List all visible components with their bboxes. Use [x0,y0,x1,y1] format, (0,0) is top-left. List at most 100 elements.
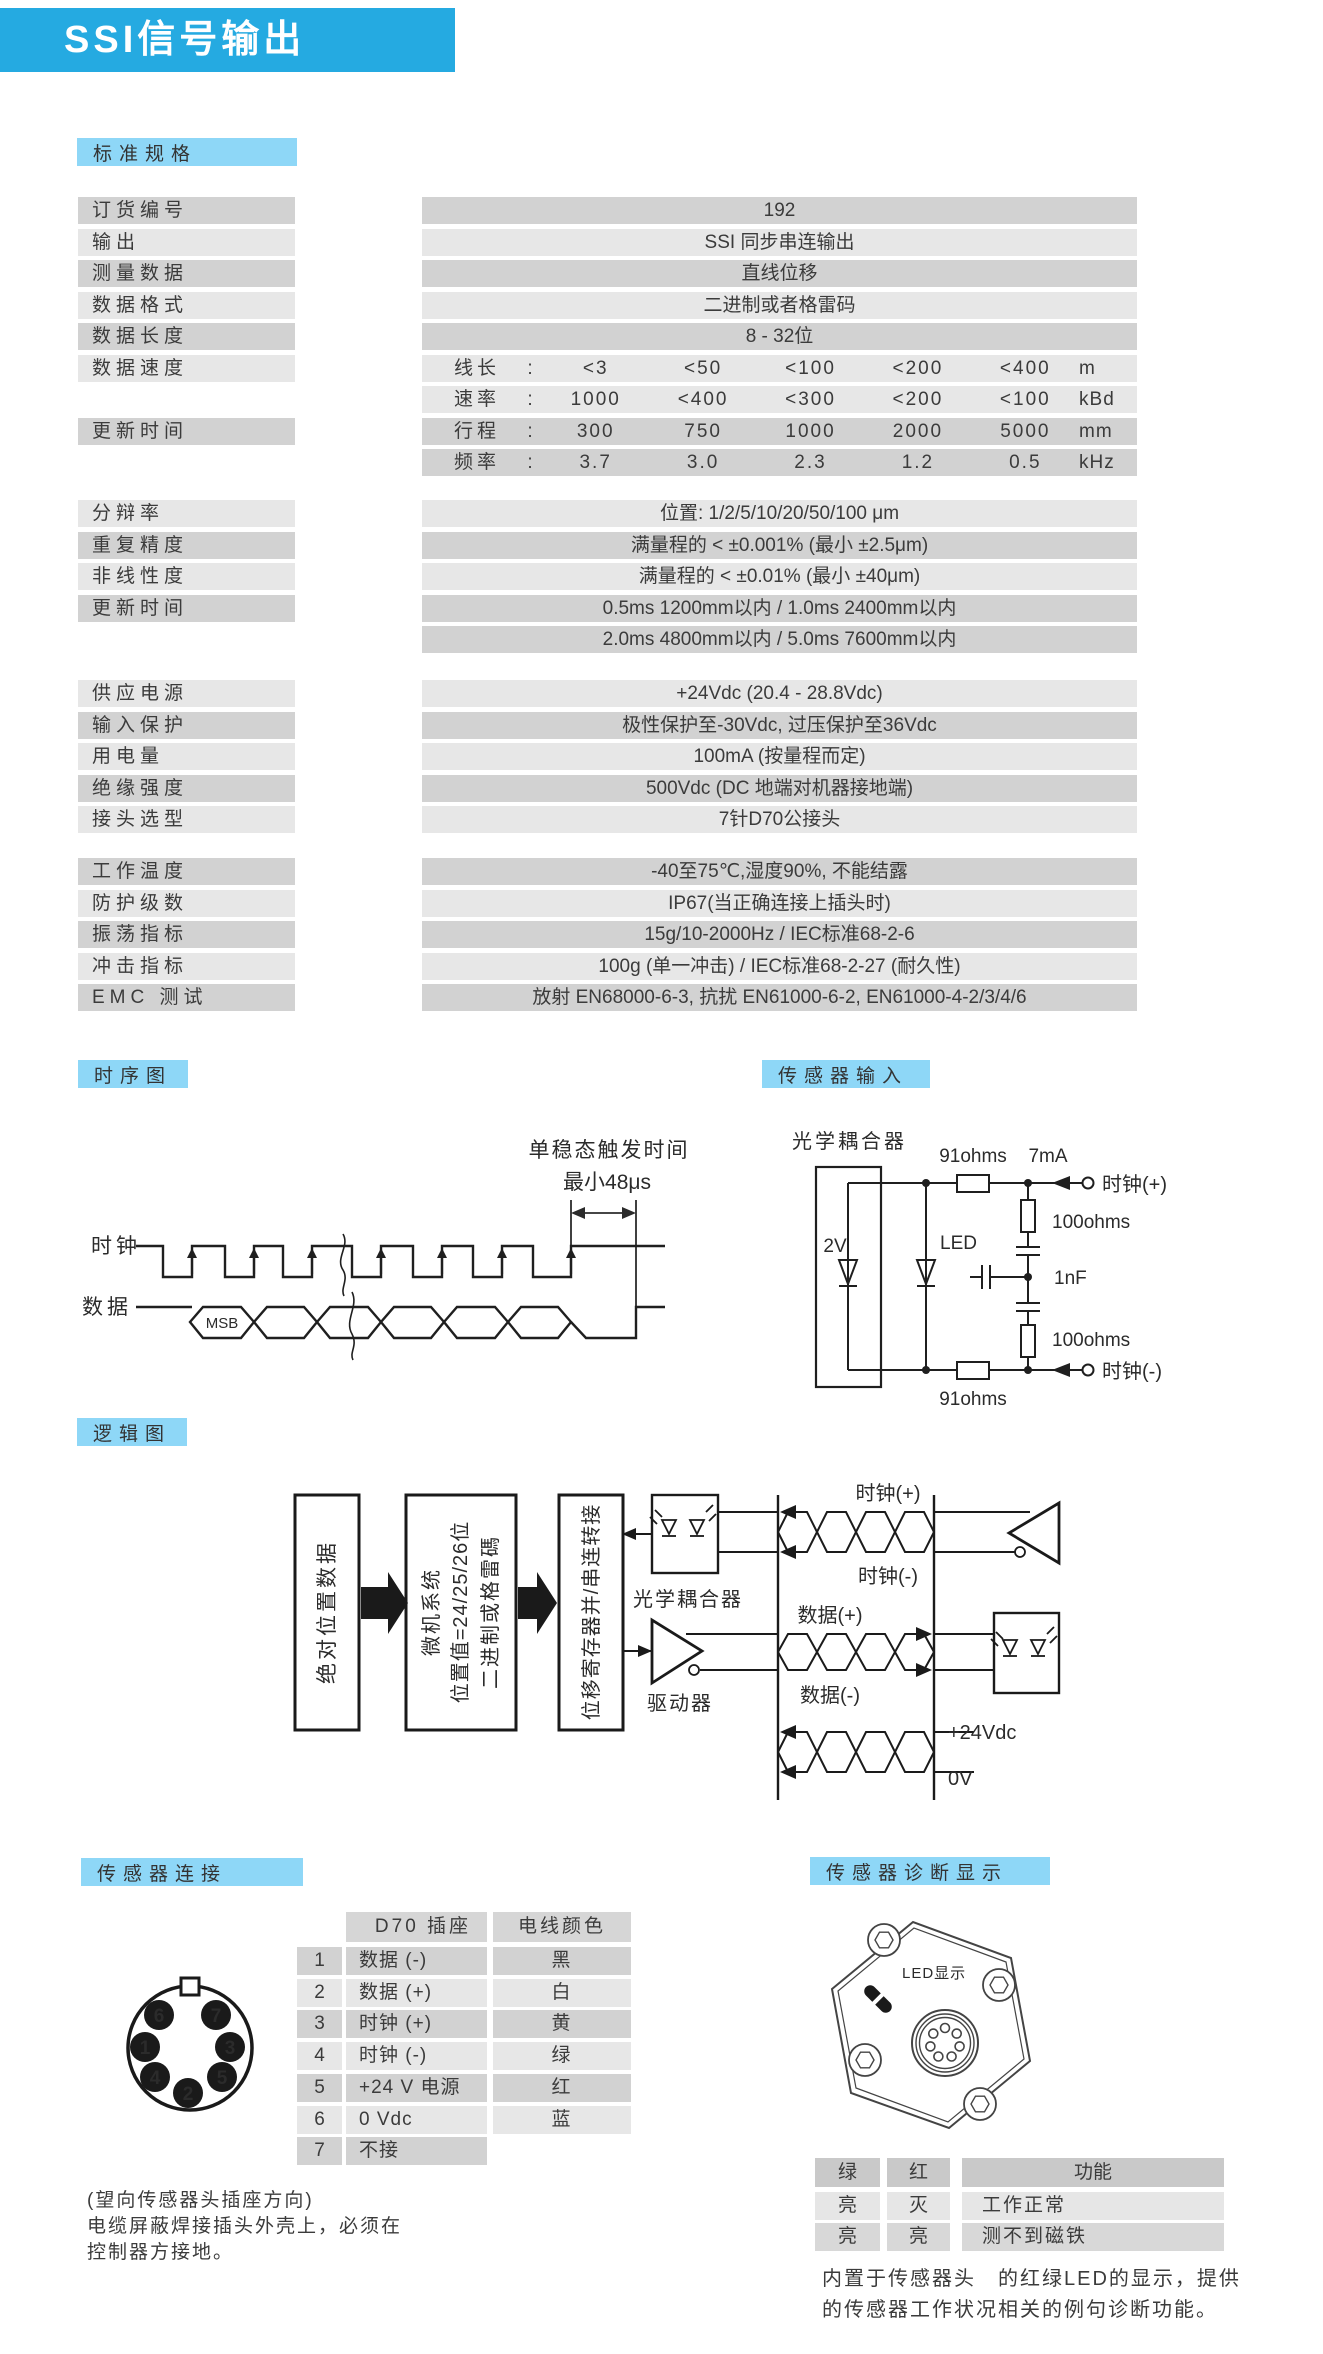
cap-label: 1nF [1054,1268,1087,1289]
spec-row-value: 7针D70公接头 [422,806,1137,833]
connection-note-line: 电缆屏蔽焊接插头外壳上，必须在 [87,2216,403,2237]
conn-pin-cell: 2 [297,1978,342,2007]
spec-row-value: 直线位移 [422,260,1137,287]
spec-row-value: 2.0ms 4800mm以内 / 5.0ms 7600mm以内 [422,626,1137,653]
section-header-specs-label: 标准规格 [93,143,198,165]
section-header-connection: 传感器连接 [81,1858,303,1886]
zener-label: 2V [823,1236,847,1257]
spec-row-label: 绝缘强度 [78,774,295,802]
conn-color-cell: 绿 [493,2042,631,2071]
section-header-diagnostic-label: 传感器诊断显示 [826,1862,1009,1884]
spec-col-value: mm [1079,420,1113,442]
arrow-into-driver [638,1645,652,1657]
data-minus-wire-label: 数据(-) [800,1684,860,1707]
conn-color-cell: 红 [493,2073,631,2102]
connector-keyway-notch [179,1976,201,1997]
conn-signal-cell: 时钟 (+) [346,2010,487,2039]
data-break-squiggle [348,1291,355,1361]
logic-optocoupler-diodes [649,1504,717,1537]
pin-number: 4 [150,2068,161,2089]
spec-row-label: 测量数据 [78,260,295,287]
spec-col-value: <400 [677,389,729,410]
ground-wire-label: 0V [948,1768,973,1790]
diag-header-green: 绿 [815,2158,880,2187]
spec-row-value: IP67(当正确连接上插头时) [422,889,1137,917]
power-wire-label: +24Vdc [948,1722,1016,1744]
clock-label: 时钟 [91,1235,141,1258]
conn-pin-cell: 5 [297,2073,342,2102]
spec-row-value: 8 - 32位 [422,323,1137,350]
annotation-monostable: 单稳态触发时间 [529,1139,690,1162]
spec-row-value: 100mA (按量程而定) [422,743,1137,770]
spec-row-label: 重复精度 [78,531,295,559]
clock-twisted-pair [718,1511,1030,1553]
driver-label: 驱动器 [647,1692,713,1715]
diag-green-cell: 亮 [815,2192,880,2220]
spec-col-value: 线长 [454,357,501,379]
spec-col-value: 3.0 [686,452,720,473]
spec-col-value: : [527,389,533,410]
led-indicator [864,1985,892,2013]
driver-wires [622,1533,778,1671]
spec-row-label: 更新时间 [78,594,295,622]
conn-pin-cell: 3 [297,2010,342,2039]
diag-red-cell: 亮 [887,2223,950,2251]
logic-optocoupler-label: 光学耦合器 [633,1588,743,1611]
spec-col-value: <400 [999,357,1051,379]
current-label: 7mA [1028,1146,1067,1167]
data-hexagons [188,1305,573,1340]
power-twisted-pair [776,1731,974,1773]
logic-boxes [293,1493,625,1732]
pin-number: 5 [217,2068,228,2089]
spec-row-label: 分辩率 [78,500,295,527]
spec-row-label: EMC 测试 [78,984,295,1011]
r91-top-label: 91ohms [939,1146,1007,1167]
controller-optocoupler-box [992,1611,1061,1695]
sensor-input-circuit: 光学耦合器 [792,1130,1167,1410]
logic-box2-line3: 二进制或格雷碼 [479,1535,502,1689]
logic-diagram: 绝对位置数据 微机系统 位置值=24/25/26位 二进制或格雷碼 位移寄存器并… [293,1482,1061,1800]
power-arrow [780,1725,796,1739]
data-minus-arrow [916,1663,932,1677]
spec-col-value: <200 [892,389,944,410]
spec-col-value: 2.3 [794,452,827,473]
spec-row-value: 二进制或者格雷码 [422,291,1137,319]
arrowhead-right [622,1207,636,1219]
r91-bottom-label: 91ohms [939,1389,1007,1410]
spec-col-value: : [527,357,533,379]
logic-box3-label: 位移寄存器并/串连转接 [580,1504,603,1721]
conn-signal-cell: 时钟 (-) [346,2042,487,2071]
pin-number: 1 [140,2038,151,2059]
spec-row-label: 非线性度 [78,563,295,590]
led-label: LED [940,1233,977,1254]
connection-note: (望向传感器头插座方向) 电缆屏蔽焊接插头外壳上，必须在 控制器方接地。 [87,2188,427,2266]
spec-col-value: : [527,452,533,473]
conn-signal-cell: 数据 (-) [346,1947,487,1975]
section-header-timing: 时序图 [78,1060,188,1088]
msb-label: MSB [206,1315,239,1332]
diag-green-cell: 亮 [815,2223,880,2251]
spec-row-value: 192 [422,197,1137,224]
spec-row-label: 输入保护 [78,711,295,739]
timing-diagram: 单稳态触发时间 最小48μs 时钟 数据 [82,1139,690,1361]
spec-row-label: 数据长度 [78,323,295,350]
diagnostic-note-line: 内置于传感器头 的红绿LED的显示，提供 [822,2268,1241,2290]
pin-number: 6 [154,2006,165,2027]
conn-signal-cell: 0 Vdc [346,2105,487,2134]
diagnostic-note-line: 的传感器工作状况相关的例句诊断功能。 [822,2299,1218,2321]
junction-dots [922,1179,1032,1374]
clock-minus-wire-label: 时钟(-) [858,1565,918,1588]
spec-row-label: 更新时间 [78,417,295,445]
page-title-banner: SSI信号输出 [0,8,455,72]
spec-col-value: 速率 [454,389,501,410]
spec-col-value: 频率 [454,452,501,473]
r100-top-label: 100ohms [1052,1212,1130,1233]
diodes [837,1259,937,1287]
spec-row-value: 100g (单一冲击) / IEC标准68-2-27 (耐久性) [422,952,1137,980]
driver-invert-circle [688,1664,700,1676]
connection-note-line: 控制器方接地。 [87,2242,235,2263]
conn-pin-cell: 6 [297,2105,342,2134]
